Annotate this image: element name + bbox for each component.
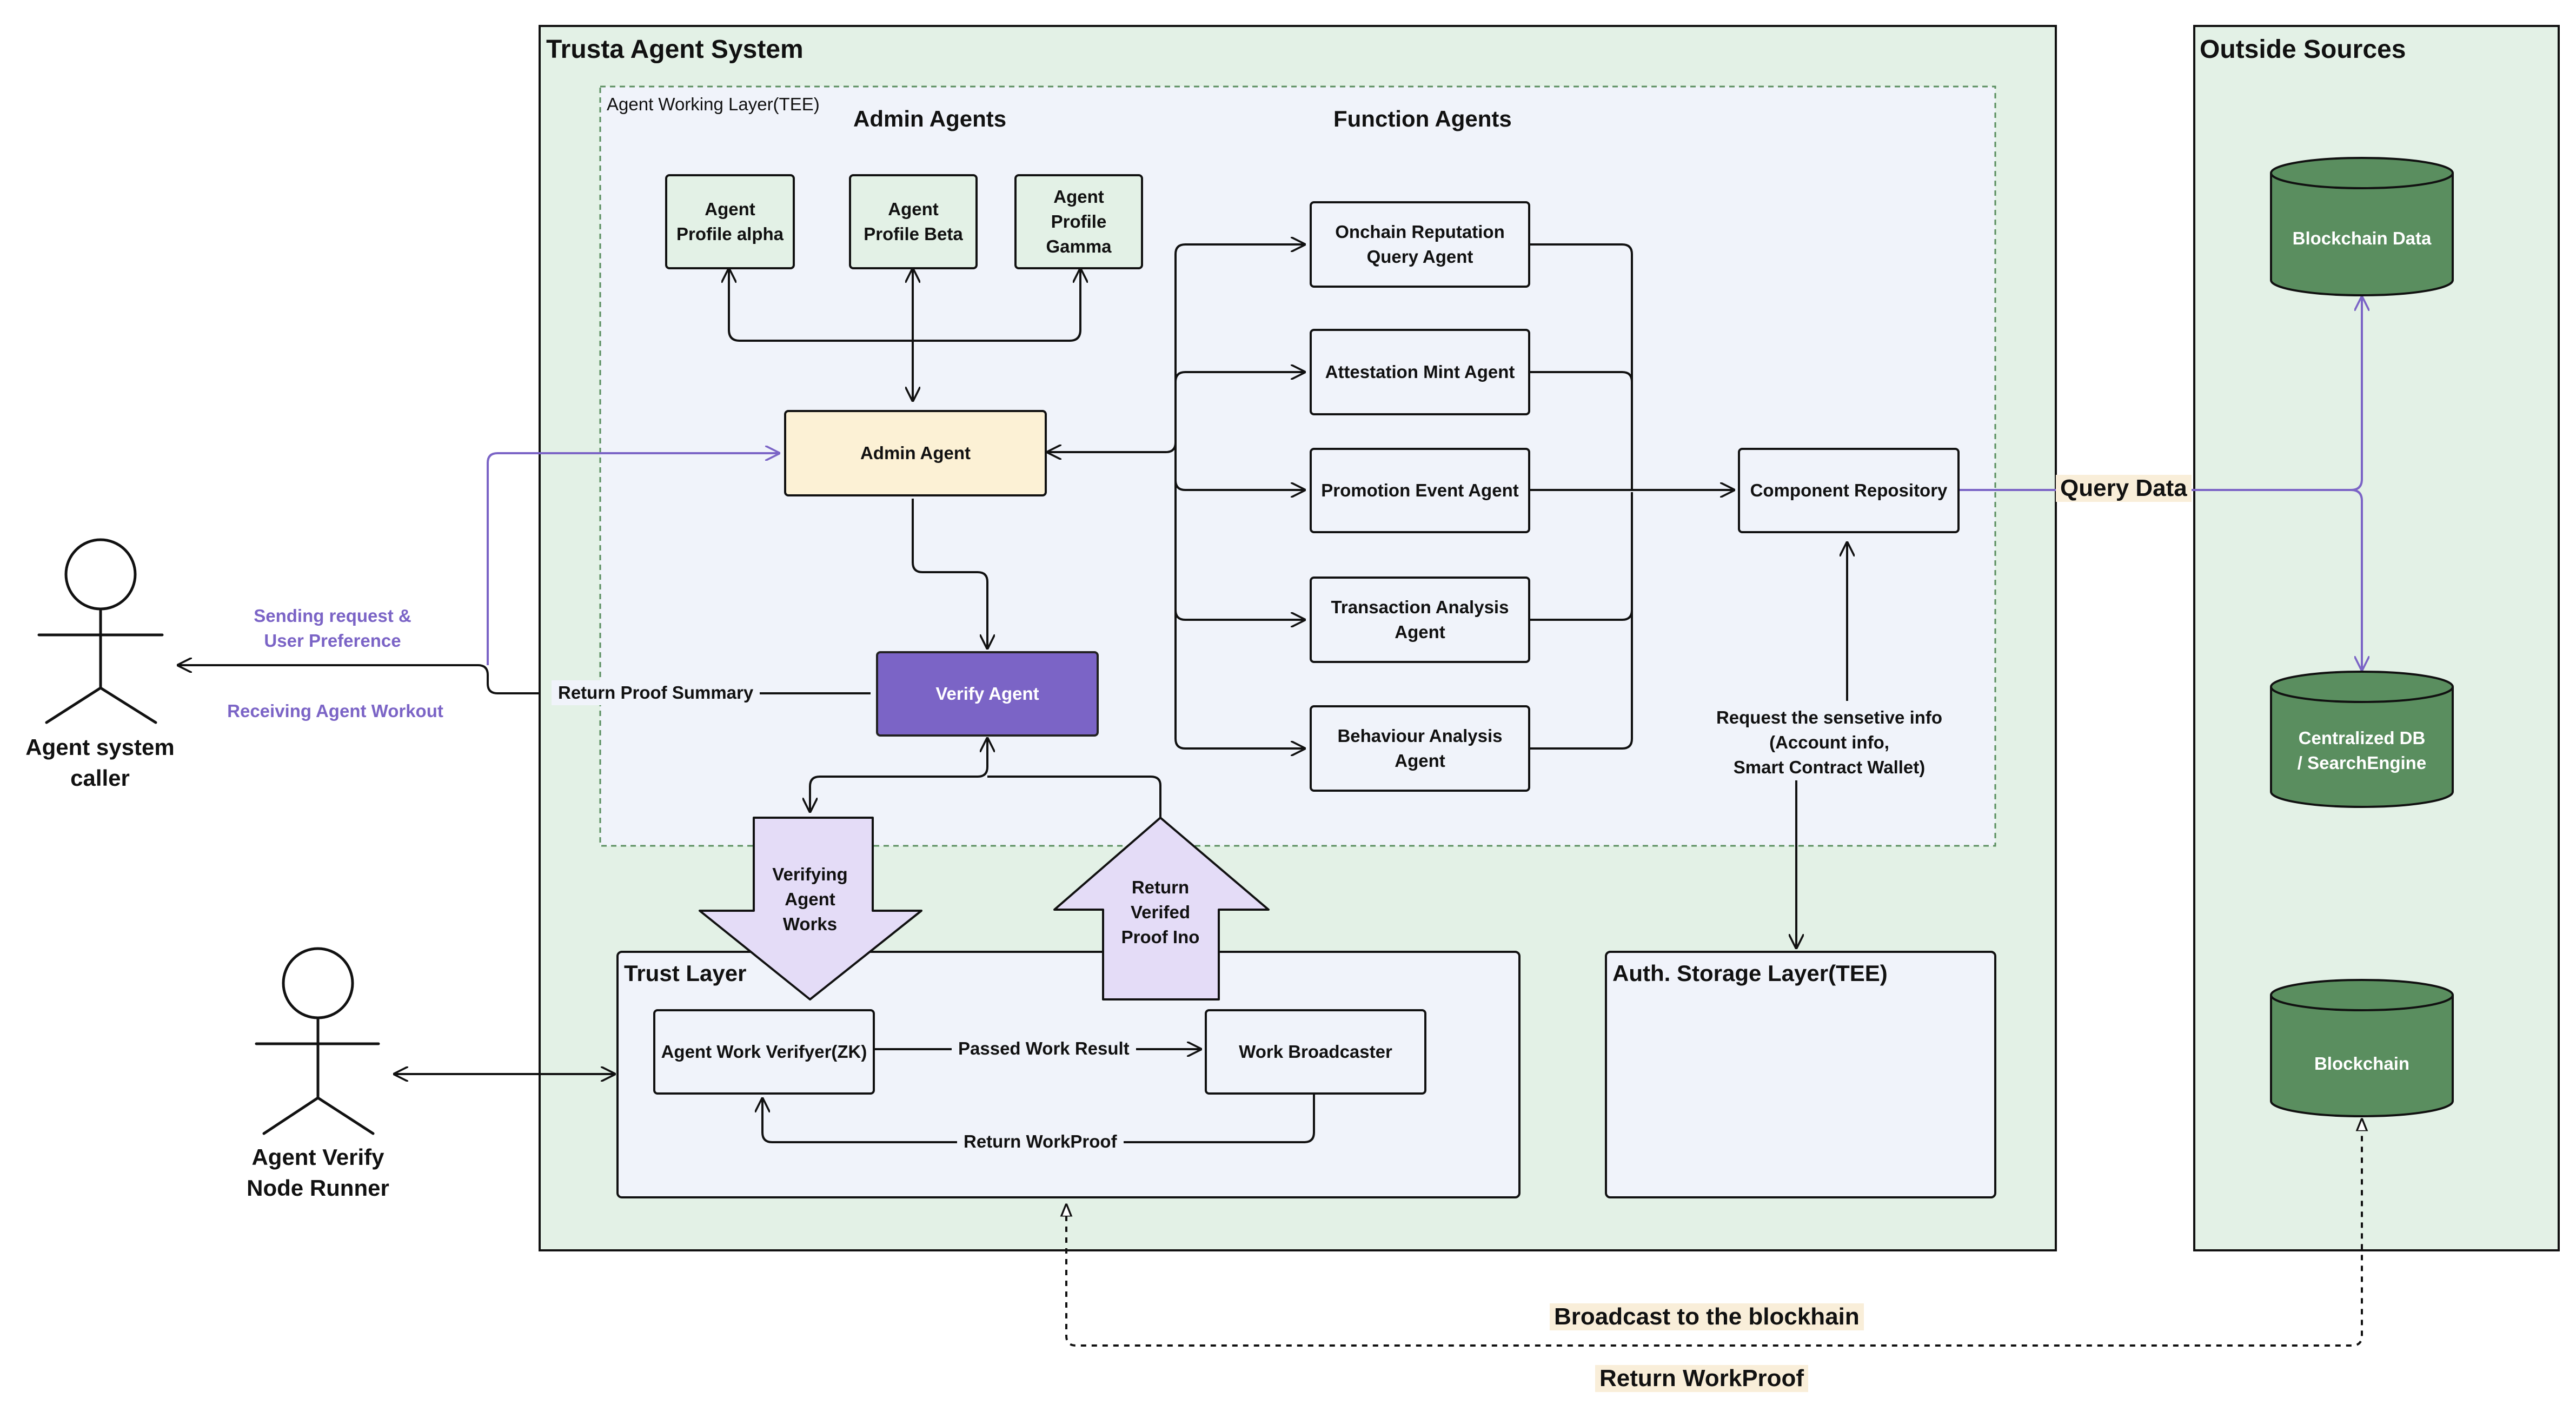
trust-layer-title: Trust Layer <box>624 960 747 986</box>
verify-agent-label: Verify Agent <box>935 683 1039 704</box>
profile-alpha-line2: Profile alpha <box>676 224 784 244</box>
admin-agent-label: Admin Agent <box>860 442 971 463</box>
request-sensitive-info-label: Request the sensetive info(Account info,… <box>1701 705 1957 780</box>
behaviour-analysis-line2: Agent <box>1395 751 1445 771</box>
blockchain-cylinder <box>2270 979 2454 1117</box>
return-workproof-inner-label: Return WorkProof <box>957 1129 1124 1155</box>
profile-beta-line1: Agent <box>888 198 939 219</box>
onchain-reputation-line2: Query Agent <box>1366 247 1473 267</box>
transaction-analysis-line2: Agent <box>1395 622 1445 642</box>
broadcast-label: Broadcast to the blockhain <box>1550 1303 1864 1330</box>
transaction-analysis-line1: Transaction Analysis <box>1331 597 1509 617</box>
attestation-mint-label: Attestation Mint Agent <box>1325 361 1515 382</box>
behaviour-analysis-line1: Behaviour Analysis <box>1337 725 1503 746</box>
profile-gamma-line1: Agent <box>1053 186 1104 207</box>
working-layer-title: Agent Working Layer(TEE) <box>607 94 820 114</box>
work-broadcaster-box[interactable]: Work Broadcaster <box>1205 1009 1426 1095</box>
receiving-workout-label: Receiving Agent Workout <box>227 701 443 721</box>
profile-gamma-line2: Profile <box>1051 211 1107 231</box>
profile-alpha-line1: Agent <box>705 198 755 219</box>
profile-gamma-line3: Gamma <box>1046 236 1112 257</box>
node-runner-actor-figure <box>255 947 380 1135</box>
centralized-db-cylinder <box>2270 671 2454 808</box>
function-agents-title: Function Agents <box>1333 106 1512 131</box>
system-title: Trusta Agent System <box>546 35 804 64</box>
return-proof-summary-label: Return Proof Summary <box>552 680 760 706</box>
component-repository-box[interactable]: Component Repository <box>1738 448 1960 533</box>
verifying-agent-works-arrow <box>699 817 922 1000</box>
function-agent-attestation-mint[interactable]: Attestation Mint Agent <box>1310 329 1530 415</box>
centralized-db-label: Centralized DB/ SearchEngine <box>2297 728 2427 773</box>
blockchain-data-cylinder <box>2270 157 2454 296</box>
admin-agents-title: Admin Agents <box>853 106 1007 131</box>
agent-work-verifyer-box[interactable]: Agent Work Verifyer(ZK) <box>653 1009 875 1095</box>
passed-work-result-label: Passed Work Result <box>952 1036 1136 1062</box>
component-repository-label: Component Repository <box>1750 480 1948 500</box>
outside-title: Outside Sources <box>2200 35 2406 64</box>
caller-actor-figure <box>37 538 164 724</box>
auth-storage-title: Auth. Storage Layer(TEE) <box>1612 960 1888 986</box>
sending-request-label: Sending request &User Preference <box>254 606 411 651</box>
return-workproof-outer-label: Return WorkProof <box>1595 1365 1809 1392</box>
blockchain-data-label: Blockchain Data <box>2292 228 2432 248</box>
agent-work-verifyer-label: Agent Work Verifyer(ZK) <box>661 1041 867 1062</box>
verify-agent-box[interactable]: Verify Agent <box>876 651 1099 737</box>
work-broadcaster-label: Work Broadcaster <box>1239 1041 1392 1062</box>
profile-beta-line2: Profile Beta <box>864 224 963 244</box>
blockchain-label: Blockchain <box>2314 1053 2410 1074</box>
admin-agent-box[interactable]: Admin Agent <box>784 410 1047 496</box>
query-data-label: Query Data <box>2056 475 2192 502</box>
onchain-reputation-line1: Onchain Reputation <box>1335 221 1505 242</box>
function-agent-promotion-event[interactable]: Promotion Event Agent <box>1310 448 1530 533</box>
promotion-event-label: Promotion Event Agent <box>1321 480 1519 500</box>
return-verified-proof-arrow <box>1053 817 1270 1000</box>
